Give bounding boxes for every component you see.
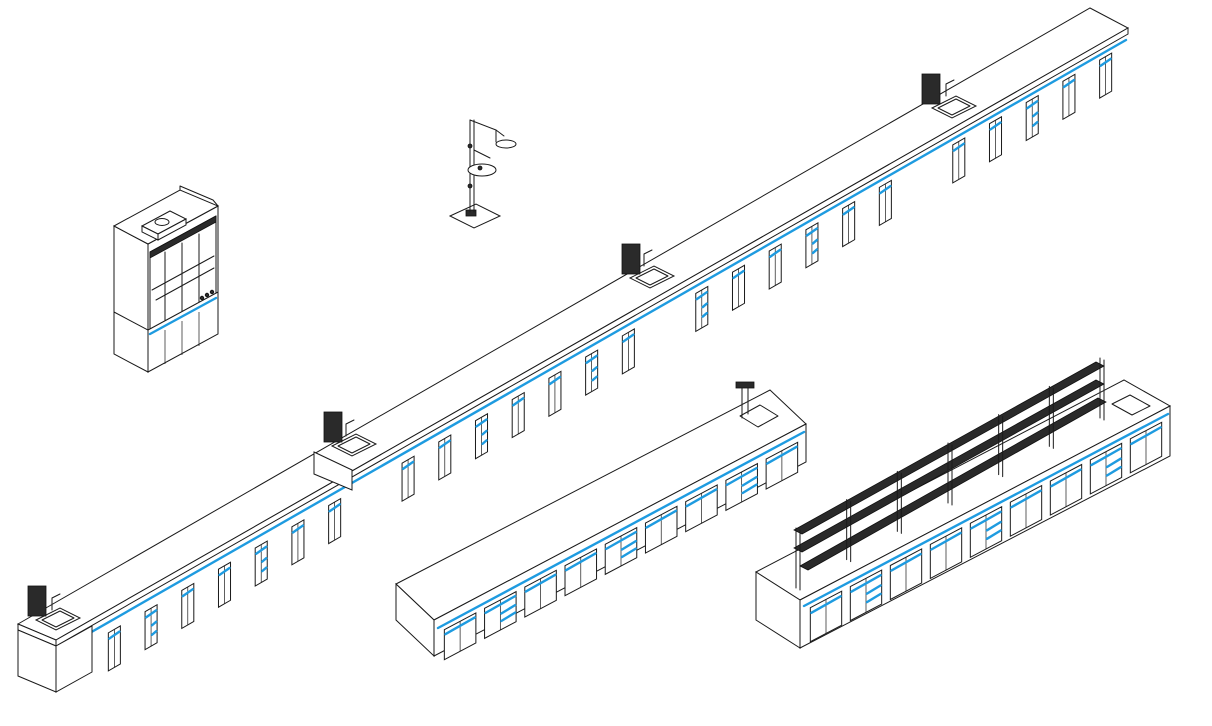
drawer-strip — [952, 142, 966, 152]
drawer-strip — [1050, 468, 1082, 488]
drawer-strip — [500, 611, 517, 623]
drawer-strip — [725, 466, 758, 487]
drawer-strip — [484, 594, 517, 615]
drawer-strip — [291, 524, 305, 534]
drawer-strip — [591, 366, 598, 372]
drawer-strip — [254, 545, 268, 555]
drawer-strip — [511, 397, 525, 407]
drawer-strip — [548, 375, 562, 386]
drawer-strip — [985, 520, 1002, 532]
drawer-strip — [564, 552, 597, 572]
drawer-strip — [741, 475, 758, 487]
drawer-strip — [989, 121, 1002, 131]
drawer-strip — [805, 227, 819, 237]
drawer-strip — [970, 510, 1002, 530]
drawer-strip — [850, 573, 882, 593]
drawer-strip — [500, 603, 517, 615]
drawer-strip — [591, 375, 598, 382]
drawer-strip — [810, 595, 842, 615]
drawer-strip — [622, 333, 635, 343]
drawer-strip — [261, 566, 268, 573]
drawer-strip — [732, 269, 745, 280]
drawer-strip — [261, 556, 268, 563]
drawer-strip — [985, 529, 1002, 540]
drawer-strip — [811, 238, 819, 245]
drawer-strip — [438, 439, 452, 449]
drawer-strip — [181, 587, 195, 598]
drawer-strip — [1130, 426, 1162, 446]
drawer-strip — [890, 552, 922, 572]
drawer-strip — [605, 530, 637, 551]
drawer-strip — [475, 418, 488, 428]
drawer-strip — [150, 630, 158, 636]
wall-bench-long — [16, 7, 1130, 693]
drawer-strip — [1099, 57, 1112, 67]
fume-hood — [112, 185, 220, 373]
drawer-strip — [620, 539, 637, 551]
drawer-strip — [108, 630, 121, 640]
drawer-strip — [144, 609, 158, 619]
drawer-strip — [1025, 100, 1039, 110]
drawer-strip — [930, 531, 962, 551]
drawer-strip — [150, 620, 158, 627]
drawer-strip — [811, 248, 819, 255]
drawer-strip — [1032, 120, 1039, 127]
drawer-strip — [401, 460, 415, 471]
island-bench-plain — [395, 381, 807, 661]
drawer-strip — [620, 547, 637, 559]
drawer-strip — [481, 429, 488, 436]
drawer-strip — [1032, 111, 1039, 118]
reagent-shelf — [793, 357, 1107, 591]
drawer-strip — [865, 584, 882, 595]
drawer-strip — [481, 439, 488, 446]
drawer-strip — [645, 509, 678, 529]
drawer-strip — [444, 616, 477, 636]
drawer-strip — [741, 483, 758, 495]
drawer-strip — [1010, 489, 1042, 509]
drawer-strip — [1062, 78, 1076, 89]
drawer-strip — [768, 248, 782, 258]
drawer-strip — [218, 566, 231, 577]
drawer-strip — [1090, 447, 1122, 467]
drawer-strip — [328, 503, 341, 513]
drawer-strip — [695, 290, 709, 301]
drawer-strip — [701, 302, 709, 309]
drawer-strip — [685, 488, 718, 508]
drawer-strip — [701, 311, 709, 318]
drawer-strip — [1105, 457, 1122, 469]
drawer-strip — [1105, 465, 1122, 477]
drawer-strip — [585, 354, 598, 364]
drawer-strip — [524, 573, 557, 593]
drawer-strip — [765, 445, 798, 465]
island-bench-shelf — [755, 357, 1172, 649]
drawer-strip — [879, 184, 892, 195]
drawer-strip — [842, 206, 855, 216]
drawer-strip — [865, 592, 882, 604]
eyewash-station — [448, 119, 517, 229]
